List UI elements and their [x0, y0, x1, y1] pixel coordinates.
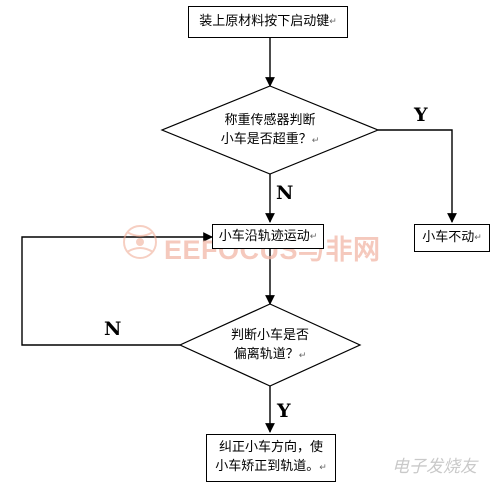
weigh-no-label: N: [276, 182, 294, 204]
weigh-yes-label: Y: [414, 104, 428, 126]
track-decision-text: 判断小车是否 偏离轨道？↵: [210, 326, 330, 366]
track-no-label: N: [104, 318, 122, 340]
arrow-weigh-yes: [378, 129, 457, 223]
watermark-logo-icon: [123, 225, 157, 259]
track-decision-line-1: 判断小车是否: [230, 328, 309, 343]
watermark-corner: 电子发烧友: [392, 457, 477, 477]
correct-line-1: 纠正小车方向，使: [218, 440, 323, 455]
correct-box: 纠正小车方向，使 小车矫正到轨道。↵: [206, 434, 336, 482]
correct-line-2: 小车矫正到轨道。: [215, 459, 320, 474]
track-decision-line-2: 偏离轨道？: [233, 347, 299, 362]
start-label: 装上原材料按下启动键: [199, 14, 330, 29]
weigh-decision-line-1: 称重传感器判断: [224, 113, 316, 128]
weigh-decision-line-2: 小车是否超重？: [220, 132, 312, 147]
weigh-decision-text: 称重传感器判断 小车是否超重？↵: [200, 111, 340, 151]
stop-box: 小车不动↵: [414, 224, 490, 252]
move-label: 小车沿轨迹运动: [218, 228, 310, 244]
stop-label: 小车不动: [422, 230, 475, 245]
track-yes-label: Y: [277, 400, 291, 422]
move-box: 小车沿轨迹运动↵: [212, 224, 324, 249]
start-box: 装上原材料按下启动键↵: [188, 6, 348, 38]
arrow-track-no-loop: [21, 232, 213, 346]
